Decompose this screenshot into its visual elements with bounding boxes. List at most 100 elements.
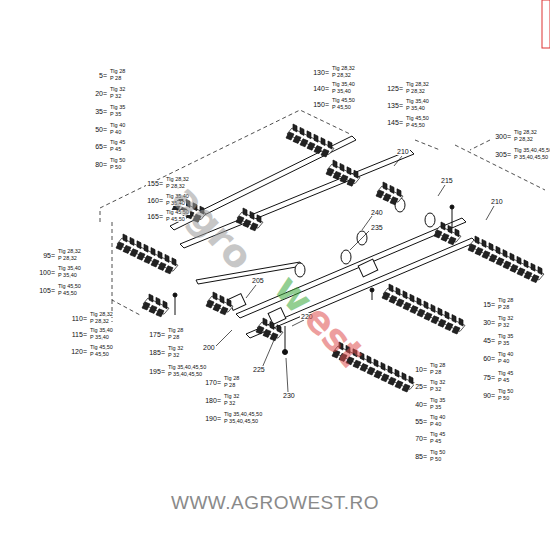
- guard-segment: [455, 229, 459, 237]
- callout-number: 60=: [482, 355, 496, 362]
- part-spec: Tlg 35,40,45,50: [513, 148, 550, 154]
- part-number: 215: [440, 177, 454, 184]
- part-spec: Tlg 40: [429, 415, 446, 421]
- guard-segment: [137, 252, 145, 260]
- guard-segment: [307, 131, 311, 139]
- guard-segment: [431, 304, 435, 312]
- part-spec: P 45: [429, 439, 442, 445]
- part-spec: P 45,50: [57, 291, 78, 297]
- finger-guards: [116, 124, 544, 392]
- guard-segment: [374, 370, 382, 378]
- part-spec: Tlg 32: [497, 316, 514, 322]
- guard-segment: [156, 297, 160, 305]
- guard-segment: [409, 376, 413, 384]
- part-number: 230: [282, 392, 296, 399]
- guard-segment: [382, 292, 390, 300]
- callout-number: 85=: [414, 453, 428, 460]
- guard-segment: [496, 246, 500, 254]
- guard-segment: [333, 171, 341, 179]
- part-spec: P 40: [497, 359, 510, 365]
- part-spec: P 32: [167, 353, 180, 359]
- guard-segment: [381, 374, 389, 382]
- guard-segment: [417, 298, 421, 306]
- guard-segment: [333, 160, 337, 168]
- part-spec: Tlg 28,32: [513, 130, 538, 136]
- part-spec: Tlg 35,40: [57, 266, 82, 272]
- guard-segment: [441, 233, 449, 241]
- part-spec: P 40: [429, 422, 442, 428]
- guard-segment: [207, 296, 233, 312]
- guard-segment: [431, 316, 439, 324]
- part-number: 205: [251, 277, 265, 284]
- guard-segment: [395, 369, 399, 377]
- guard-segment: [397, 189, 401, 197]
- part-spec: Tlg 28: [223, 376, 240, 382]
- part-spec: Tlg 45: [109, 140, 126, 146]
- guard-segment: [377, 186, 403, 202]
- guard-segment: [347, 178, 355, 186]
- guard-segment: [503, 250, 507, 258]
- guard-segment: [237, 212, 263, 228]
- guard-segment: [149, 294, 153, 302]
- part-spec: P 28: [223, 383, 236, 389]
- part-spec: P 35,40: [405, 106, 426, 112]
- guard-segment: [130, 237, 134, 245]
- guard-segment: [435, 226, 461, 242]
- part-spec: P 45,50: [89, 352, 110, 358]
- part-spec: P 45,50: [405, 123, 426, 129]
- part-spec: Tlg 50: [497, 389, 514, 395]
- part-spec: Tlg 35,40: [331, 82, 356, 88]
- guard-segment: [163, 301, 167, 309]
- guard-segment: [452, 326, 460, 334]
- part-spec: P 35: [109, 112, 122, 118]
- guard-segment: [123, 234, 127, 242]
- callout-number: 30=: [482, 319, 496, 326]
- guard-segment: [151, 259, 159, 267]
- guard-segment: [496, 258, 504, 266]
- guard-segment: [307, 142, 315, 150]
- guard-segment: [321, 138, 325, 146]
- guard-segment: [360, 364, 368, 372]
- website-footer: WWW.AGROWEST.RO: [171, 493, 379, 512]
- part-spec: Tlg 45,50: [89, 345, 114, 351]
- guard-segment: [503, 261, 511, 269]
- guard-segment: [144, 256, 152, 264]
- guard-segment: [388, 366, 392, 374]
- guard-segment: [517, 268, 525, 276]
- guard-segment: [517, 256, 521, 264]
- guard-segment: [390, 185, 394, 193]
- guard-segment: [374, 359, 378, 367]
- callout-number: 55=: [414, 418, 428, 425]
- part-number: 210: [490, 198, 504, 205]
- part-spec: P 28: [429, 370, 442, 376]
- callout-number: 95=: [42, 252, 56, 259]
- callout-number: 160=: [146, 197, 164, 204]
- guard-segment: [142, 302, 150, 310]
- guard-segment: [220, 295, 224, 303]
- guard-segment: [445, 311, 449, 319]
- guard-segment: [434, 230, 442, 238]
- part-number: 210: [396, 148, 410, 155]
- guard-segment: [116, 242, 124, 250]
- part-spec: P 28,32: [331, 73, 352, 79]
- part-spec: Tlg 32: [109, 87, 126, 93]
- guard-segment: [424, 312, 432, 320]
- part-spec: P 35,40: [89, 335, 110, 341]
- guard-segment: [482, 251, 490, 259]
- guard-segment: [489, 243, 493, 251]
- part-spec: Tlg 35,40,45,50: [167, 365, 207, 371]
- part-spec: P 45: [497, 378, 510, 384]
- part-spec: P 35,40,45,50: [167, 372, 203, 378]
- guard-segment: [448, 237, 456, 245]
- guard-segment: [367, 367, 375, 375]
- part-spec: Tlg 35: [497, 334, 514, 340]
- leader-lines: [216, 156, 494, 392]
- part-spec: Tlg 28: [109, 69, 126, 75]
- callout-number: 5=: [98, 72, 108, 79]
- callout-number: 145=: [386, 119, 404, 126]
- callout-number: 20=: [94, 90, 108, 97]
- guard-segment: [538, 267, 542, 275]
- guard-segment: [395, 381, 403, 389]
- part-spec: P 28: [167, 335, 180, 341]
- guard-segment: [158, 262, 166, 270]
